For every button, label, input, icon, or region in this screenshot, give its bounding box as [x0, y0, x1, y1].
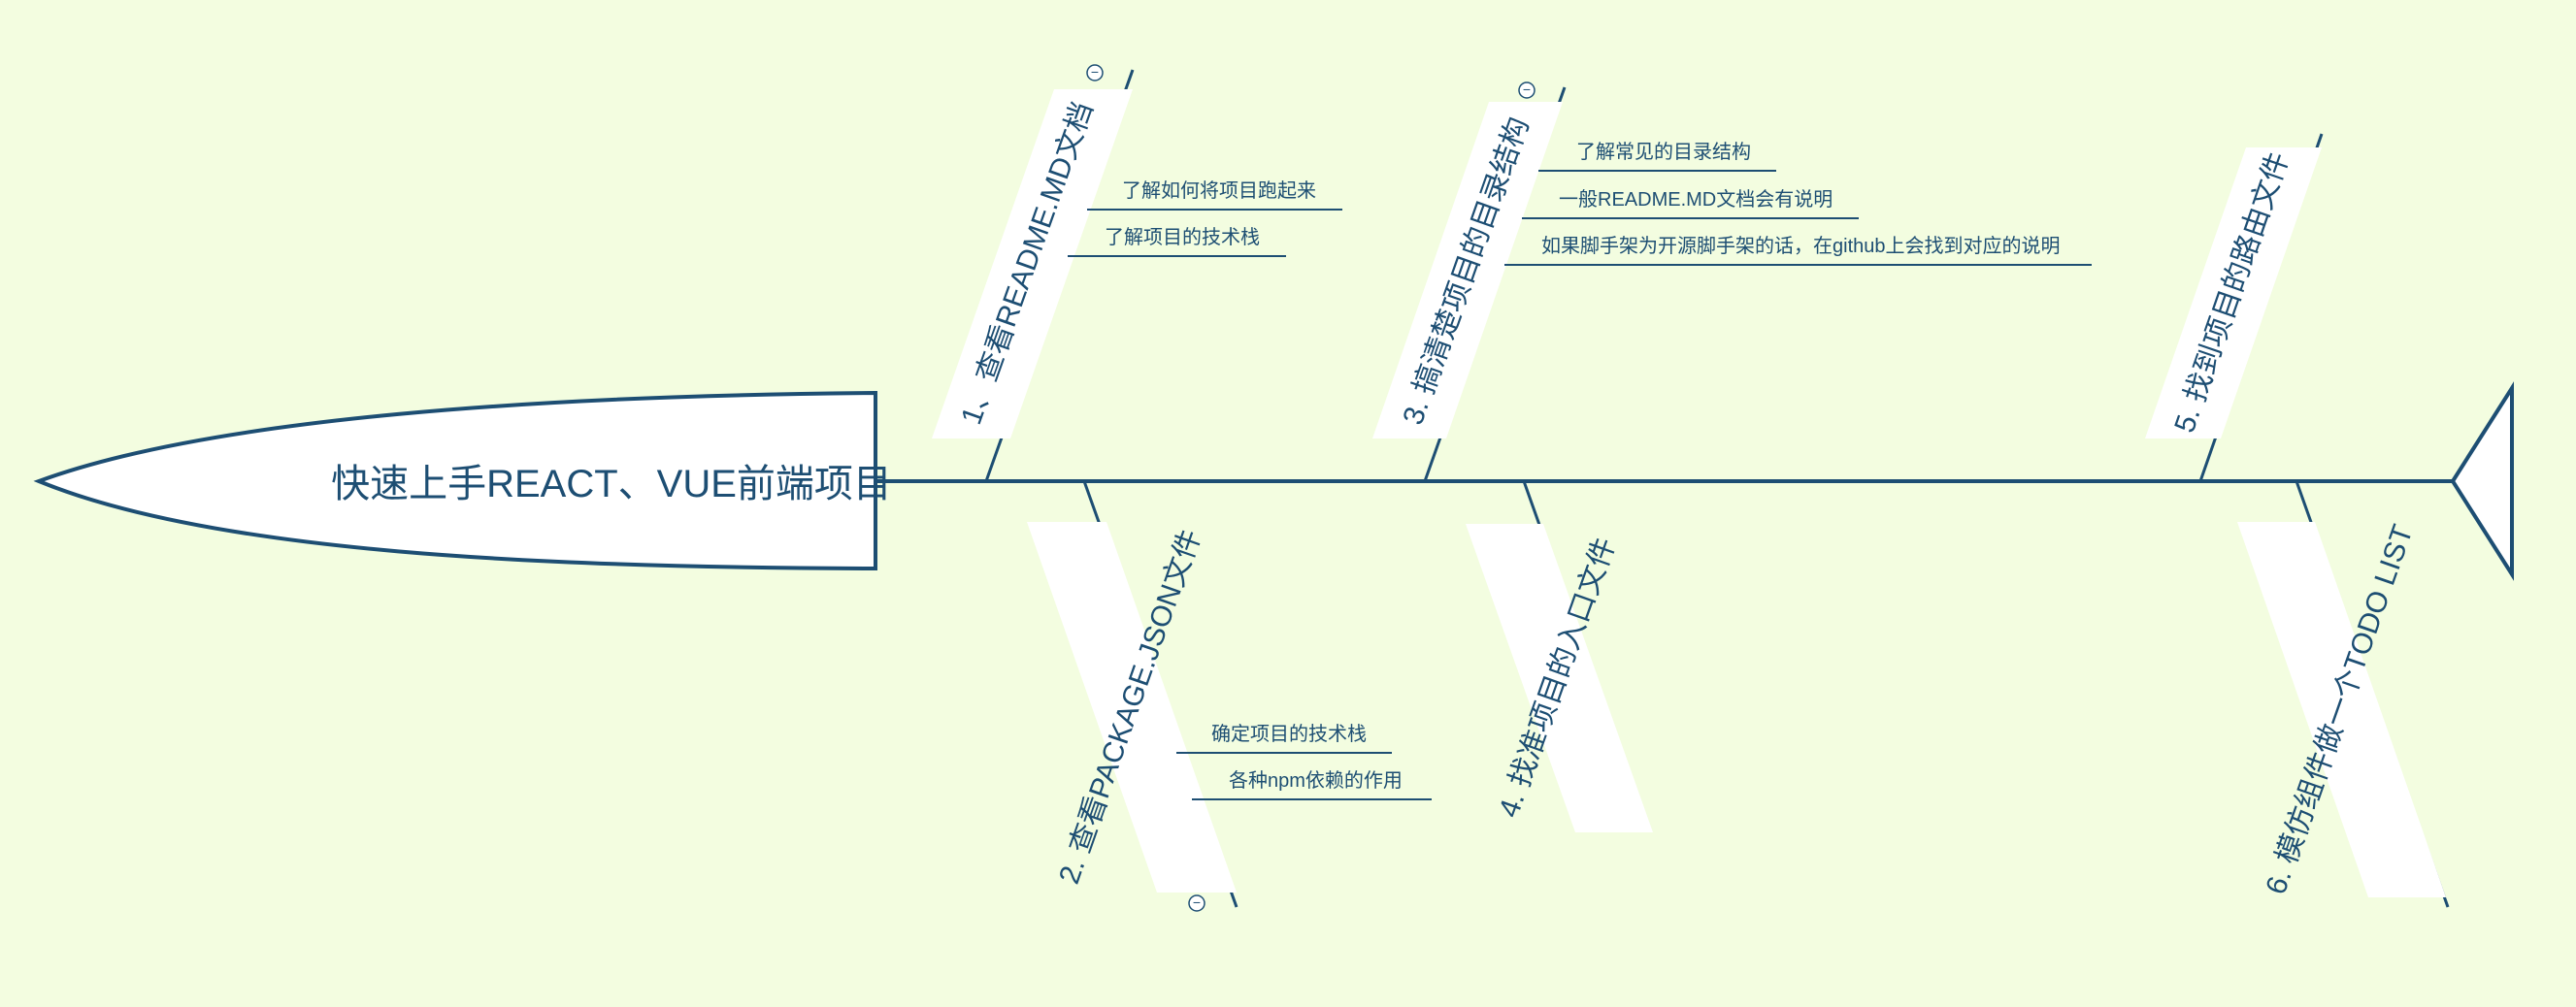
branch-4-label-box[interactable]: [1466, 524, 1653, 832]
fish-head[interactable]: [33, 390, 877, 571]
branch-3-collapse-button[interactable]: [1518, 81, 1536, 99]
branch-2-collapse-symbol: −: [1193, 894, 1201, 910]
branch-3-sub-2[interactable]: 一般README.MD文档会有说明: [1559, 188, 1833, 211]
branch-2-collapse-button[interactable]: [1188, 894, 1205, 912]
branch-5-label-box[interactable]: [2145, 147, 2322, 439]
branch-2-label-box[interactable]: [1027, 522, 1237, 893]
branch-1-sub-1[interactable]: 了解如何将项目跑起来: [1122, 179, 1316, 202]
branch-2-sub-2[interactable]: 各种npm依赖的作用: [1229, 769, 1403, 792]
branch-3-sub-3[interactable]: 如果脚手架为开源脚手架的话，在github上会找到对应的说明: [1541, 235, 2061, 257]
branch-2-sub-1[interactable]: 确定项目的技术栈: [1211, 723, 1367, 745]
branch-3-label-box[interactable]: [1372, 102, 1563, 439]
branch-1-sub-2[interactable]: 了解项目的技术栈: [1105, 226, 1260, 248]
branch-3-sub-1[interactable]: 了解常见的目录结构: [1576, 141, 1751, 163]
branch-3-collapse-symbol: −: [1523, 81, 1531, 97]
branch-1-label-box[interactable]: [932, 89, 1133, 439]
branch-6-label-box[interactable]: [2237, 522, 2446, 897]
fish-tail: [2450, 381, 2514, 581]
main-topic-title[interactable]: 快速上手REACT、VUE前端项目: [331, 463, 892, 505]
branch-1-collapse-button[interactable]: [1086, 64, 1104, 81]
branch-1-collapse-symbol: −: [1091, 64, 1099, 80]
